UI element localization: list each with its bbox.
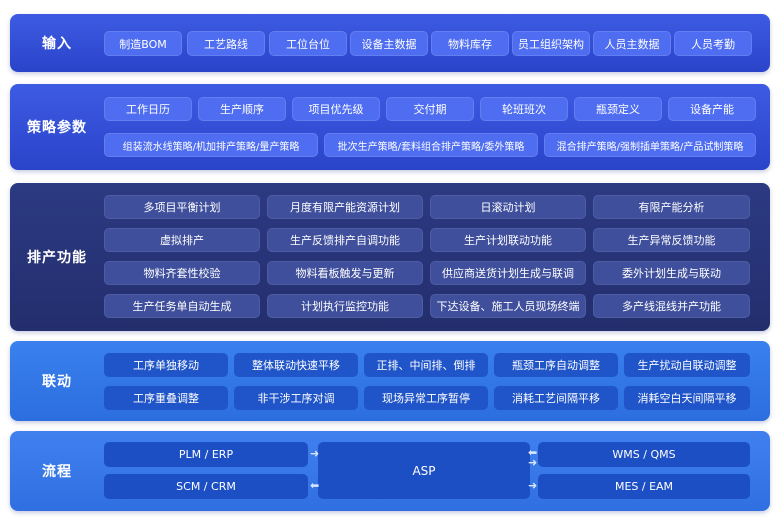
schedule-item-mixed-line[interactable]: 多产线混线并产功能	[593, 294, 750, 318]
schedule-item-material-check[interactable]: 物料齐套性校验	[104, 261, 260, 285]
schedule-title: 排产功能	[27, 250, 87, 266]
policy-item-calendar[interactable]: 工作日历	[104, 97, 192, 121]
input-item-station[interactable]: 工位台位	[269, 31, 347, 56]
linkage-item-exception-pause[interactable]: 现场异常工序暂停	[364, 386, 488, 410]
input-title: 输入	[42, 36, 72, 52]
schedule-item-supplier-plan[interactable]: 供应商送货计划生成与联调	[430, 261, 586, 285]
policy-item-sequence[interactable]: 生产顺序	[198, 97, 286, 121]
flow-mes-eam[interactable]: MES / EAM	[538, 474, 750, 499]
flow-band: 流程 PLM / ERP SCM / CRM ASP WMS / QMS MES…	[10, 431, 770, 511]
policy-title: 策略参数	[27, 120, 87, 136]
policy-item-priority[interactable]: 项目优先级	[292, 97, 380, 121]
linkage-item-swap[interactable]: 非干涉工序对调	[234, 386, 358, 410]
input-item-personnel[interactable]: 人员主数据	[593, 31, 671, 56]
linkage-title: 联动	[42, 374, 72, 390]
linkage-band: 联动 工序单独移动 整体联动快速平移 正排、中间排、倒排 瓶颈工序自动调整 生产…	[10, 341, 770, 421]
policy-strategy-batch[interactable]: 批次生产策略/套料组合排产策略/委外策略	[324, 133, 538, 157]
flow-wms-qms[interactable]: WMS / QMS	[538, 442, 750, 467]
linkage-item-overlap-adjust[interactable]: 工序重叠调整	[104, 386, 228, 410]
flow-plm-erp[interactable]: PLM / ERP	[104, 442, 308, 467]
arrow-right-icon: ➜	[310, 447, 320, 460]
flow-scm-crm[interactable]: SCM / CRM	[104, 474, 308, 499]
input-item-org[interactable]: 员工组织架构	[512, 31, 590, 56]
linkage-item-blank-day-shift[interactable]: 消耗空白天间隔平移	[624, 386, 750, 410]
arrow-right-icon: ➜	[528, 456, 538, 469]
schedule-item-monthly-capacity[interactable]: 月度有限产能资源计划	[267, 195, 423, 219]
policy-band: 策略参数 工作日历 生产顺序 项目优先级 交付期 轮班班次 瓶颈定义 设备产能 …	[10, 84, 770, 170]
linkage-item-interval-shift[interactable]: 消耗工艺间隔平移	[494, 386, 618, 410]
schedule-item-execution-monitor[interactable]: 计划执行监控功能	[267, 294, 423, 318]
flow-title: 流程	[42, 464, 72, 480]
schedule-band: 排产功能 多项目平衡计划 月度有限产能资源计划 日滚动计划 有限产能分析 虚拟排…	[10, 183, 770, 331]
input-item-equipment[interactable]: 设备主数据	[350, 31, 428, 56]
input-band: 输入 制造BOM 工艺路线 工位台位 设备主数据 物料库存 员工组织架构 人员主…	[10, 14, 770, 72]
schedule-item-kanban[interactable]: 物料看板触发与更新	[267, 261, 423, 285]
schedule-item-outsource-plan[interactable]: 委外计划生成与联动	[593, 261, 750, 285]
input-item-inventory[interactable]: 物料库存	[431, 31, 509, 56]
policy-item-shift[interactable]: 轮班班次	[480, 97, 568, 121]
schedule-item-exception-feedback[interactable]: 生产异常反馈功能	[593, 228, 750, 252]
schedule-item-feedback-adjust[interactable]: 生产反馈排产自调功能	[267, 228, 423, 252]
input-item-attendance[interactable]: 人员考勤	[674, 31, 752, 56]
flow-asp[interactable]: ASP	[318, 442, 530, 499]
schedule-item-task-generation[interactable]: 生产任务单自动生成	[104, 294, 260, 318]
arrow-left-icon: ⬅	[310, 479, 320, 492]
input-item-routing[interactable]: 工艺路线	[187, 31, 265, 56]
schedule-item-multi-project[interactable]: 多项目平衡计划	[104, 195, 260, 219]
linkage-item-disturbance-adjust[interactable]: 生产扰动自联动调整	[624, 353, 750, 377]
arrow-right-icon: ➜	[528, 479, 538, 492]
policy-strategy-assembly[interactable]: 组装流水线策略/机加排产策略/量产策略	[104, 133, 318, 157]
linkage-item-bottleneck-adjust[interactable]: 瓶颈工序自动调整	[494, 353, 618, 377]
arrow-left-icon: ⬅	[528, 446, 538, 459]
schedule-item-plan-linkage[interactable]: 生产计划联动功能	[430, 228, 586, 252]
linkage-item-global-shift[interactable]: 整体联动快速平移	[234, 353, 358, 377]
schedule-item-dispatch-terminal[interactable]: 下达设备、施工人员现场终端	[430, 294, 586, 318]
schedule-item-virtual[interactable]: 虚拟排产	[104, 228, 260, 252]
policy-strategy-mixed[interactable]: 混合排产策略/强制插单策略/产品试制策略	[544, 133, 756, 157]
policy-item-bottleneck[interactable]: 瓶颈定义	[574, 97, 662, 121]
policy-item-capacity[interactable]: 设备产能	[668, 97, 756, 121]
schedule-item-capacity-analysis[interactable]: 有限产能分析	[593, 195, 750, 219]
schedule-item-daily-rolling[interactable]: 日滚动计划	[430, 195, 586, 219]
linkage-item-scheduling-direction[interactable]: 正排、中间排、倒排	[364, 353, 488, 377]
policy-item-delivery[interactable]: 交付期	[386, 97, 474, 121]
linkage-item-single-move[interactable]: 工序单独移动	[104, 353, 228, 377]
input-item-bom[interactable]: 制造BOM	[104, 31, 182, 56]
